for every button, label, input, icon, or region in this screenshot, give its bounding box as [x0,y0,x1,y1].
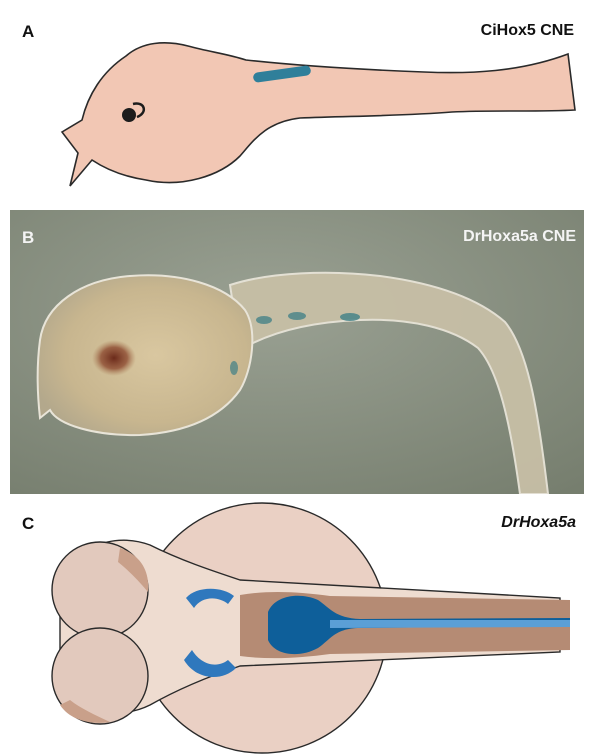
blue-stain-3 [340,313,360,321]
panel-b-title: DrHoxa5a CNE [463,228,576,246]
ocellus-eye [122,108,136,122]
blue-stain-1 [256,316,272,324]
ascidian-larva-diagram [0,0,594,200]
pigment-spot [92,340,136,376]
panel-b-letter: B [22,228,34,248]
blue-stain-4 [230,361,238,375]
spinal-stripe [330,620,570,628]
larva-micrograph [0,210,594,494]
larva-body-outline [62,43,575,186]
zebrafish-brain-diagram [0,500,594,754]
larva-trunk [38,275,253,435]
panel-c: C DrHoxa5a [0,500,594,754]
panel-b: B DrHoxa5a CNE [0,210,594,494]
panel-a: A CiHox5 CNE [0,0,594,200]
blue-stain-2 [288,312,306,320]
